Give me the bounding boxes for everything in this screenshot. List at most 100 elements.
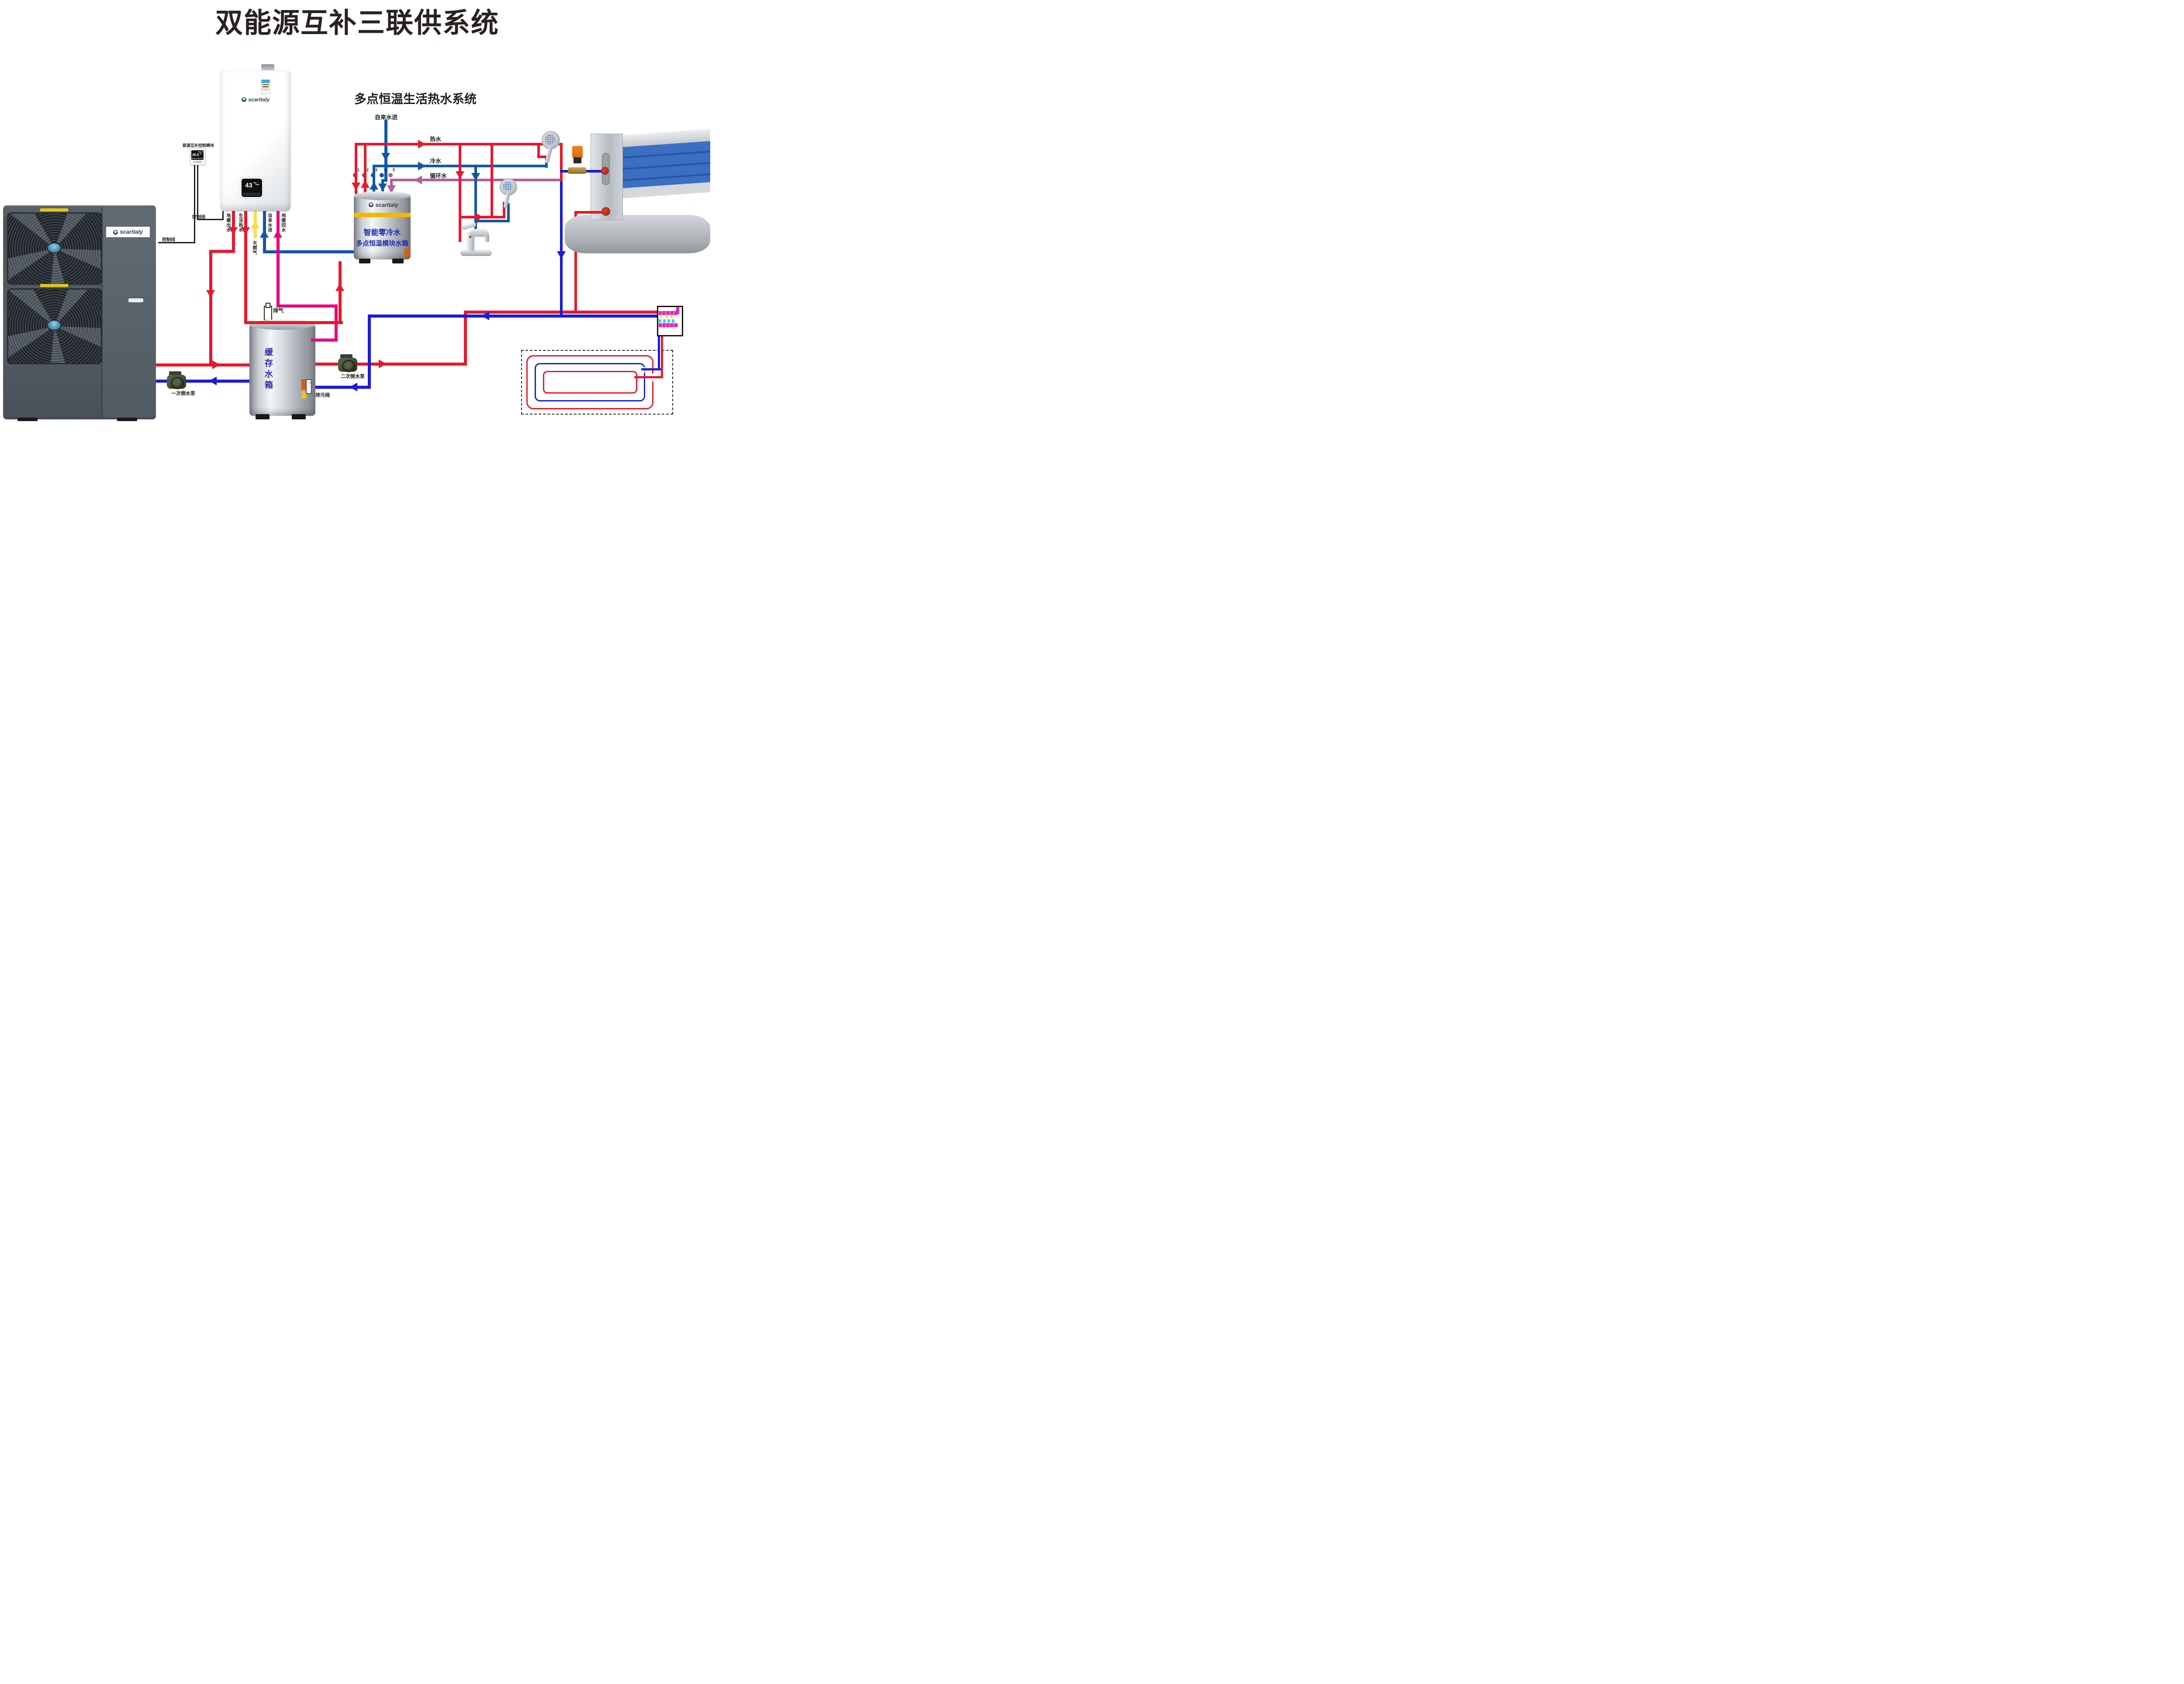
shower-head-2 (500, 178, 517, 196)
pipe-hot-end-drop (560, 144, 563, 181)
dhw-tank-logo: scaritaly (362, 201, 405, 209)
boiler-energy-label (261, 80, 270, 93)
pipe-manifold-drop-red (661, 312, 663, 378)
heat-pump-panel (101, 207, 156, 418)
shower-handle-1 (545, 145, 553, 164)
boiler-logo-icon (241, 97, 246, 102)
arrow-faucet-cold (471, 173, 480, 181)
module-brand: scaritaly (193, 161, 202, 163)
control-module: RH:75 26.5 ℃ MAN GAS PUMP scaritaly (190, 148, 206, 165)
arrow-circulation (414, 176, 422, 184)
boiler-display: 43 ℃ (242, 179, 262, 197)
pipe-port3 (373, 166, 375, 194)
arrow-dhw-hot (241, 227, 250, 235)
floor-coil-outer (526, 355, 653, 409)
arrow-tap-in (381, 153, 390, 161)
pipe-buffer-return-h (308, 386, 371, 389)
arrow-shower2-hot (475, 213, 483, 221)
secondary-pump-icon (338, 354, 357, 372)
hot-label: 热水 (430, 136, 442, 142)
arrow-gas (251, 221, 259, 228)
arrow-floor-return (273, 230, 282, 238)
control-module-screen: RH:75 26.5 ℃ MAN GAS PUMP (191, 150, 205, 160)
port-dot-1 (353, 173, 357, 177)
faucet (459, 220, 495, 259)
pipe-secondary-supply-h (315, 363, 467, 366)
secondary-pump-label: 二次侧水泵 (341, 374, 365, 379)
system-diagram: 双能源互补三联供系统 多点恒温生活热水系统 自来水进 热水 冷水 循环水 1 (0, 0, 710, 421)
tap-water-label: 自来水进 (375, 114, 398, 121)
heat-pump-brand: scaritaly (120, 228, 143, 235)
control-line-label-boiler: 控制线 (192, 215, 205, 220)
arrow-hot (418, 140, 426, 149)
pipe-shower1-hot-h (537, 156, 549, 158)
module-humidity: RH:75 (198, 151, 203, 153)
circulation-label: 循环水 (430, 173, 447, 179)
manifold-bar-supply (659, 311, 678, 315)
heat-pump-foot-r (117, 418, 137, 421)
pipe-floor-return-h (276, 304, 338, 308)
dhw-system-header: 多点恒温生活热水系统 (354, 92, 477, 106)
arrow-boiler-tap (260, 230, 269, 238)
arrow-port4 (378, 183, 387, 191)
fancoil-port-hot (601, 207, 610, 216)
buffer-tank-warn-label-yellow (301, 391, 307, 398)
buffer-tank-name: 缓存水箱 (263, 348, 273, 391)
pipe-dhw-hot-v (244, 211, 247, 324)
faucet-base (460, 250, 492, 256)
arrow-port1 (352, 183, 360, 190)
port-num-4: 4 (384, 168, 387, 172)
dhw-tank-band (354, 213, 411, 217)
arrow-cold (418, 162, 426, 170)
module-mode-gas: GAS (196, 157, 200, 159)
manifold-actuators-cyan (659, 319, 676, 323)
arrow-port2 (361, 180, 370, 188)
fancoil-head (591, 134, 623, 220)
boiler-display-buttons (243, 193, 261, 196)
pipe-heating-return-drop (368, 315, 371, 389)
dhw-tank-dome (354, 191, 411, 200)
arrow-heating-return (481, 311, 489, 320)
pipe-floor-return-v (276, 211, 280, 308)
floor-coil-mid (535, 363, 645, 401)
port-dot-4 (380, 173, 384, 177)
pipe-heating-return-h (368, 315, 660, 318)
port-dot-3 (371, 173, 375, 177)
pipe-floor-return-into-tank (311, 339, 338, 342)
boiler-port-tap-in: 自来水进 (267, 213, 272, 232)
wire-module-right (197, 163, 198, 220)
buffer-tank-warn-label-orange (301, 379, 307, 390)
port-num-5: 5 (393, 168, 395, 172)
cold-label: 冷水 (430, 158, 442, 164)
fancoil-valve-actuator (572, 146, 583, 158)
fan-warning-strip-2 (40, 284, 68, 287)
pipe-coil-return-conn (641, 368, 661, 370)
wire-module-left (194, 163, 195, 243)
boiler-port-floor-return: 地暖回水 (280, 213, 285, 232)
boiler-display-temp: 43 (245, 182, 252, 189)
buffer-tank-vent (264, 306, 272, 321)
boiler-display-unit: ℃ (253, 182, 257, 185)
wire-heatpump-h (158, 242, 195, 243)
pipe-port1 (355, 144, 357, 194)
drain-valve-label: 排污阀 (315, 393, 330, 398)
manifold-bar-return (659, 323, 678, 327)
module-temp-unit: ℃ (200, 152, 202, 155)
dhw-tank-brand: scaritaly (375, 201, 399, 208)
dhw-tank (354, 195, 411, 259)
floor-coil-inner (543, 371, 637, 394)
control-line-label-heatpump: 控制线 (162, 238, 175, 242)
buffer-tank-foot-r (292, 414, 306, 419)
heat-pump-logo-icon (113, 229, 118, 235)
fancoil-drip-tray (565, 215, 710, 253)
boiler-brand: scaritaly (248, 96, 270, 103)
buffer-vent-label: 排气 (273, 308, 284, 314)
pipe-shower2-cold-h (474, 220, 510, 222)
floor-heating-zone (521, 350, 673, 415)
page-title: 双能源互补三联供系统 (215, 8, 499, 38)
fan-center-badge-bottom (47, 320, 62, 331)
pipe-hp-supply (156, 363, 251, 367)
pipe-dhw-hot-h (244, 321, 343, 324)
pipe-faucet-hot (459, 144, 461, 242)
arrow-fancoil-return (557, 251, 566, 259)
